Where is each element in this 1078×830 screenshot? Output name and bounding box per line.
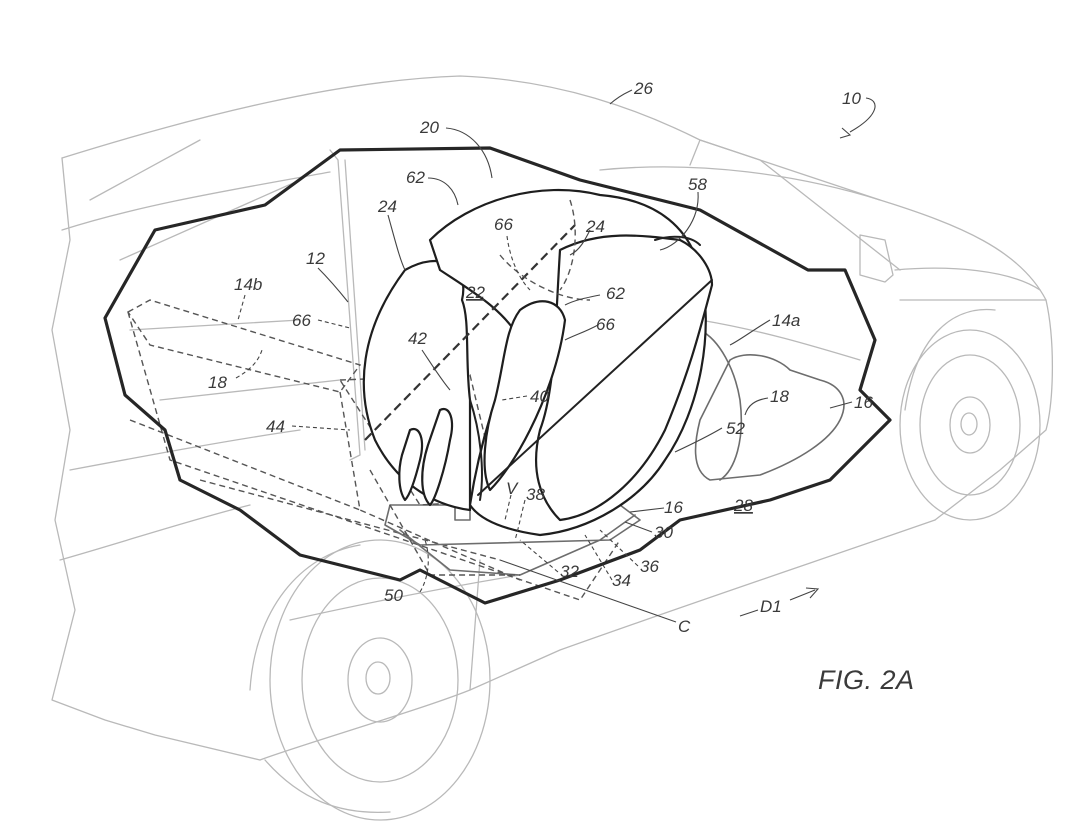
vehicle-rear-outline — [52, 158, 260, 760]
ref-28: 28 — [733, 496, 753, 515]
rear-hub — [348, 638, 412, 722]
vehicle-rear-window — [90, 140, 300, 260]
ref-16-bottom: 16 — [664, 498, 683, 517]
ref-34: 34 — [612, 571, 631, 590]
ref-18-right: 18 — [770, 387, 789, 406]
leader-26 — [610, 90, 632, 104]
leader-34 — [585, 535, 612, 580]
front-hub-cap — [961, 413, 977, 435]
leader-14b — [238, 295, 245, 320]
ref-30: 30 — [654, 523, 673, 542]
front-tire — [900, 330, 1040, 520]
ref-52: 52 — [726, 419, 745, 438]
airbag-front-lobe-24 — [536, 236, 712, 520]
leader-18-right — [745, 398, 768, 415]
front-hub — [950, 397, 990, 453]
rear-wheel-arch — [250, 545, 390, 812]
leader-20 — [446, 128, 492, 178]
ref-18-left: 18 — [208, 373, 227, 392]
vehicle-windshield — [690, 140, 900, 270]
ref-62-top: 62 — [406, 168, 425, 187]
vehicle-hood — [895, 268, 1046, 300]
rear-rim — [302, 578, 458, 782]
ref-40: 40 — [530, 387, 549, 406]
ref-32: 32 — [560, 562, 579, 581]
ref-24-left: 24 — [377, 197, 397, 216]
front-rim — [920, 355, 1020, 495]
ref-20: 20 — [419, 118, 439, 137]
ref-22: 22 — [465, 283, 485, 302]
front-wheel-arch — [905, 310, 995, 410]
ref-10: 10 — [842, 89, 861, 108]
ref-24-right: 24 — [585, 217, 605, 236]
rear-wheel — [250, 540, 490, 820]
leader-16-bottom — [630, 508, 664, 512]
ref-38: 38 — [526, 485, 545, 504]
leader-66-left — [318, 320, 350, 328]
front-wheel — [900, 310, 1040, 520]
rear-hub-cap — [366, 662, 390, 694]
ref-12: 12 — [306, 249, 325, 268]
ref-62-right: 62 — [606, 284, 625, 303]
ref-26: 26 — [633, 79, 653, 98]
ref-36: 36 — [640, 557, 659, 576]
ref-D1: D1 — [760, 597, 782, 616]
ref-14a: 14a — [772, 311, 800, 330]
ref-50: 50 — [384, 586, 403, 605]
front-seat-14a — [696, 355, 844, 480]
ref-44: 44 — [266, 417, 285, 436]
ref-C: C — [678, 617, 691, 636]
ref-66-right: 66 — [596, 315, 615, 334]
ref-66-left: 66 — [292, 311, 311, 330]
leader-24-left — [388, 215, 405, 270]
ref-58: 58 — [688, 175, 707, 194]
ref-16-right: 16 — [854, 393, 873, 412]
leader-62-top — [428, 178, 458, 205]
ref-66-top: 66 — [494, 215, 513, 234]
leader-12 — [318, 268, 348, 302]
ref-14b: 14b — [234, 275, 262, 294]
arrow-10-head — [840, 128, 850, 138]
leader-16-right — [830, 402, 852, 408]
leader-18-left — [236, 350, 262, 378]
ref-42: 42 — [408, 329, 427, 348]
figure-label: FIG. 2A — [818, 665, 915, 695]
airbag-20 — [364, 190, 712, 535]
ref-V: V — [506, 479, 519, 498]
rear-seat-outline-14b — [128, 300, 360, 392]
rear-tire — [270, 540, 490, 820]
front-seat-back-14a — [700, 330, 741, 480]
leader-44 — [292, 426, 350, 430]
b-pillar — [330, 150, 365, 460]
